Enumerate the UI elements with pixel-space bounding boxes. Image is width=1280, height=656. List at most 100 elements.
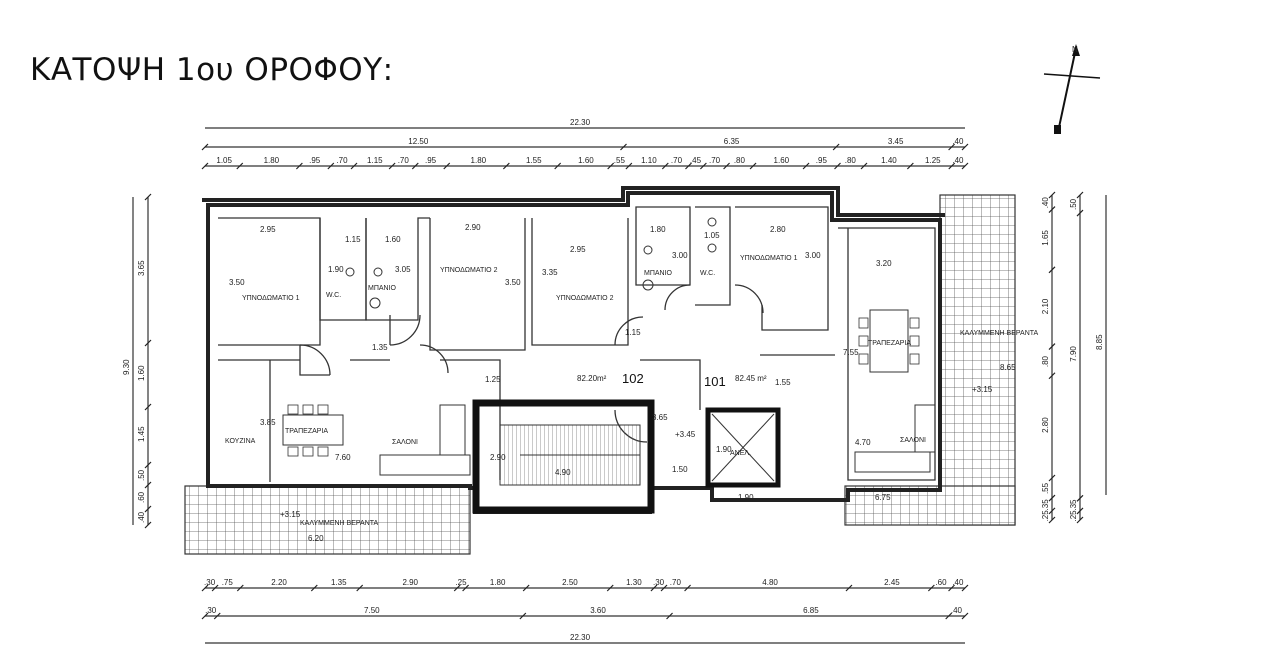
dim-bottom-fine-10: .70: [670, 578, 682, 587]
svg-text:3.35: 3.35: [542, 268, 558, 277]
dim-top-fine-9: 1.60: [578, 156, 594, 165]
dim-left-total: 9.30: [122, 359, 131, 375]
dim-top-fine-17: .95: [816, 156, 828, 165]
dim-top-fine-5: .70: [398, 156, 410, 165]
covered-veranda-right: [939, 194, 1016, 526]
dim-right-fine-6: .35: [1041, 499, 1050, 511]
north-arrow-icon: N: [1043, 44, 1101, 134]
room-wc-2: W.C.: [700, 270, 715, 277]
room-living-left: ΣΑΛΟΝΙ: [392, 439, 418, 446]
dim-top-fine-19: 1.40: [881, 156, 897, 165]
dim-top-fine-0: 1.05: [216, 156, 232, 165]
dim-bottom-fine-9: .30: [653, 578, 665, 587]
area-apt-right: 82.45 m²: [735, 374, 767, 383]
dim-bottom-total: 22.30: [570, 633, 591, 642]
svg-text:1.80: 1.80: [650, 225, 666, 234]
dim-left-3: .50: [137, 469, 146, 481]
dim-right-mid-2: .35: [1069, 499, 1078, 511]
room-bedroom-1-right: ΥΠΝΟΔΩΜΑΤΙΟ 1: [740, 255, 798, 262]
svg-text:+3.15: +3.15: [972, 385, 993, 394]
room-covered-veranda-left: ΚΑΛΥΜΜΕΝΗ ΒΕΡΑΝΤΑ: [300, 520, 379, 527]
apt-number-left: 102: [622, 371, 644, 386]
dim-right-fine-7: .25: [1041, 510, 1050, 522]
svg-text:6.20: 6.20: [308, 534, 324, 543]
dim-bottom-mid-3: 6.85: [803, 606, 819, 615]
svg-text:2.90: 2.90: [465, 223, 481, 232]
room-kitchen: ΚΟΥΖΙΝΑ: [225, 438, 256, 445]
dim-bottom-fine-5: .25: [455, 578, 467, 587]
dim-right-fine-1: 1.65: [1041, 230, 1050, 246]
dim-top-mid-1: 6.35: [724, 137, 740, 146]
dim-top-fine-2: .95: [309, 156, 321, 165]
dim-bottom-mid-1: 7.50: [364, 606, 380, 615]
svg-text:1.15: 1.15: [345, 235, 361, 244]
door-swings: [299, 284, 764, 443]
dim-top-fine-4: 1.15: [367, 156, 383, 165]
room-wc-1: W.C.: [326, 292, 341, 299]
svg-text:7.55: 7.55: [843, 348, 859, 357]
dim-right-total: 8.85: [1095, 334, 1104, 350]
svg-text:1.90: 1.90: [738, 493, 754, 502]
room-bath-2: ΜΠΑΝΙΟ: [644, 270, 673, 277]
svg-text:3.50: 3.50: [505, 278, 521, 287]
svg-text:3.65: 3.65: [652, 413, 668, 422]
drawing-title: ΚΑΤΟΨΗ 1ου ΟΡΟΦΟΥ:: [30, 52, 394, 88]
dim-bottom-fine-11: 4.80: [762, 578, 778, 587]
covered-veranda-left: [184, 485, 471, 555]
svg-text:2.90: 2.90: [490, 453, 506, 462]
room-bedroom-1-left: ΥΠΝΟΔΩΜΑΤΙΟ 1: [242, 295, 300, 302]
dim-top-mid-0: 12.50: [408, 137, 429, 146]
room-labels: ΥΠΝΟΔΩΜΑΤΙΟ 1 W.C. ΜΠΑΝΙΟ ΥΠΝΟΔΩΜΑΤΙΟ 2 …: [225, 255, 1039, 527]
exterior-walls: [202, 186, 945, 514]
dim-top-mid-3: .40: [952, 137, 964, 146]
dim-top-fine-12: .70: [671, 156, 683, 165]
dim-left-4: .60: [137, 491, 146, 503]
dim-bottom-fine-1: .75: [222, 578, 234, 587]
svg-text:3.00: 3.00: [672, 251, 688, 260]
dim-top-total: 22.30: [570, 118, 591, 127]
area-apt-left: 82.20m²: [577, 374, 607, 383]
lift-shaft: [705, 407, 781, 488]
dim-top-fine-14: .70: [709, 156, 721, 165]
dim-left-0: 3.65: [137, 260, 146, 276]
dim-right-fine-0: .40: [1041, 197, 1050, 209]
dim-top-fine-1: 1.80: [264, 156, 280, 165]
dim-top-fine-18: .80: [845, 156, 857, 165]
dim-right-mid-1: 7.90: [1069, 346, 1078, 362]
apartment-areas: 82.20m² 102 101 82.45 m²: [577, 371, 767, 389]
dim-left-1: 1.60: [137, 365, 146, 381]
svg-text:3.50: 3.50: [229, 278, 245, 287]
dim-bottom-fine-3: 1.35: [331, 578, 347, 587]
room-dining-left: ΤΡΑΠΕΖΑΡΙΑ: [285, 428, 328, 435]
dim-top-fine-7: 1.80: [471, 156, 487, 165]
apt-number-right: 101: [704, 374, 726, 389]
dim-right-mid-0: .50: [1069, 198, 1078, 210]
dim-top-mid-2: 3.45: [888, 137, 904, 146]
dining-table-left: [282, 404, 344, 457]
svg-text:1.25: 1.25: [485, 375, 501, 384]
dim-right-fine-5: .55: [1041, 482, 1050, 494]
dim-bottom-fine-2: 2.20: [271, 578, 287, 587]
dim-bottom-fine-8: 1.30: [626, 578, 642, 587]
dim-top-fine-6: .95: [425, 156, 437, 165]
sofa-right: [854, 404, 936, 473]
svg-text:1.50: 1.50: [672, 465, 688, 474]
room-dining-right: ΤΡΑΠΕΖΑΡΙΑ: [868, 340, 911, 347]
dim-top-fine-8: 1.55: [526, 156, 542, 165]
svg-text:1.55: 1.55: [775, 378, 791, 387]
svg-text:2.95: 2.95: [260, 225, 276, 234]
svg-text:2.95: 2.95: [570, 245, 586, 254]
dim-right-fine-2: 2.10: [1041, 298, 1050, 314]
svg-text:3.05: 3.05: [395, 265, 411, 274]
svg-text:1.90: 1.90: [716, 445, 732, 454]
room-lift: ΑΝΕΛ.: [730, 450, 751, 457]
dim-bottom-fine-13: .60: [935, 578, 947, 587]
svg-text:1.15: 1.15: [625, 328, 641, 337]
dim-bottom-fine-4: 2.90: [402, 578, 418, 587]
right-dimensions: .401.652.10.802.80.55.35.25.507.90.35.25…: [1041, 191, 1107, 524]
room-covered-veranda-right: ΚΑΛΥΜΜΕΝΗ ΒΕΡΑΝΤΑ: [960, 330, 1039, 337]
dim-top-fine-10: .55: [614, 156, 626, 165]
dim-top-fine-16: 1.60: [774, 156, 790, 165]
dim-bottom-fine-7: 2.50: [562, 578, 578, 587]
